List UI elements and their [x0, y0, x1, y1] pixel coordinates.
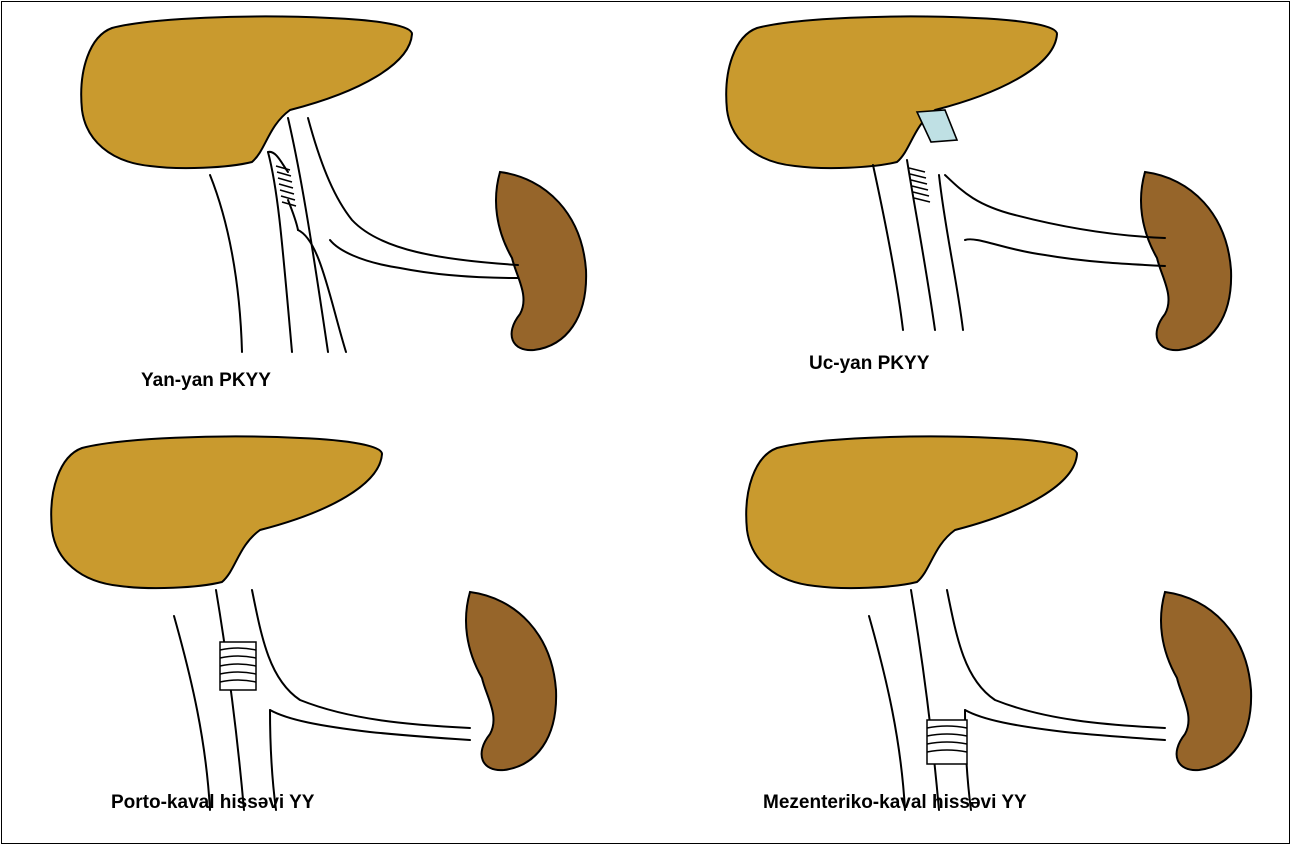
caption-side-to-side: Yan-yan PKYY: [141, 370, 271, 392]
liver-shape: [51, 436, 382, 588]
vessels: [174, 590, 470, 810]
vessels: [869, 590, 1165, 810]
liver-shape: [746, 436, 1077, 588]
panel-end-to-side: [726, 16, 1231, 350]
graft: [927, 720, 967, 764]
vessels: [873, 160, 1165, 330]
suture-line: [276, 166, 296, 206]
spleen-shape: [1141, 172, 1231, 350]
spleen-shape: [1161, 592, 1251, 770]
graft: [220, 642, 256, 690]
liver-shape: [81, 16, 412, 168]
caption-mesocaval: Mezenteriko-kaval hissəvi YY: [763, 792, 1027, 814]
panel-mesocaval-partial: [746, 436, 1251, 810]
spleen-shape: [496, 172, 586, 350]
panel-side-to-side: [81, 16, 586, 352]
spleen-shape: [466, 592, 556, 770]
ligated-stump: [917, 110, 957, 142]
caption-portocaval: Porto-kaval hissəvi YY: [111, 792, 314, 814]
caption-end-to-side: Uc-yan PKYY: [809, 353, 929, 375]
panel-portocaval-partial: [51, 436, 556, 810]
liver-shape: [726, 16, 1057, 168]
